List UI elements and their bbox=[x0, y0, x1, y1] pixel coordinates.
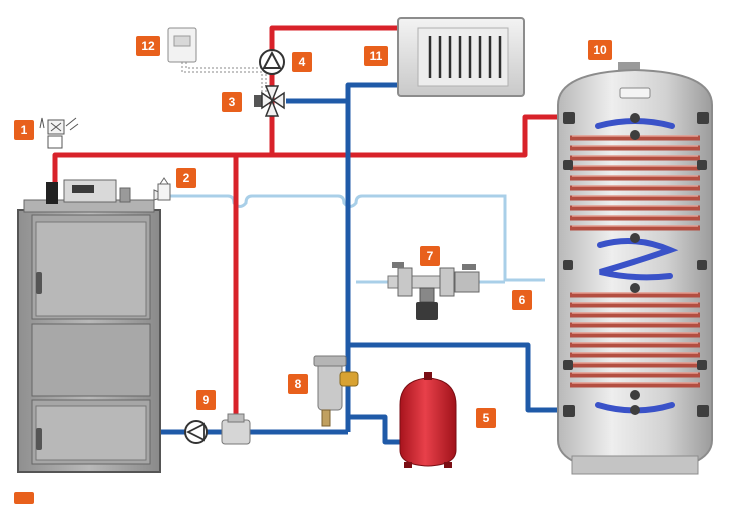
filling-valve-group bbox=[387, 262, 480, 320]
boiler-circulation-pump bbox=[184, 413, 251, 445]
drain-pipe bbox=[168, 194, 545, 284]
radiator bbox=[397, 17, 525, 97]
badge-11: 11 bbox=[364, 46, 388, 66]
thermal-safety-valve bbox=[39, 117, 79, 149]
badge-12: 12 bbox=[136, 36, 160, 56]
badge-10: 10 bbox=[588, 40, 612, 60]
solid-fuel-boiler bbox=[17, 179, 161, 473]
return-pipes bbox=[160, 82, 570, 445]
badge-1: 1 bbox=[14, 120, 34, 140]
badge-4: 4 bbox=[292, 52, 312, 72]
legend-marker bbox=[14, 492, 34, 504]
room-controller bbox=[167, 27, 267, 94]
badge-5: 5 bbox=[476, 408, 496, 428]
badge-6: 6 bbox=[512, 290, 532, 310]
dirt-separator bbox=[313, 355, 359, 427]
badge-8: 8 bbox=[288, 374, 308, 394]
badge-7: 7 bbox=[420, 246, 440, 266]
expansion-vessel bbox=[399, 372, 457, 468]
lower-heat-coil bbox=[570, 292, 700, 388]
badge-2: 2 bbox=[176, 168, 196, 188]
badge-9: 9 bbox=[196, 390, 216, 410]
safety-valve-drain bbox=[153, 177, 171, 201]
heating-circulation-pump bbox=[259, 49, 285, 75]
badge-3: 3 bbox=[222, 92, 242, 112]
buffer-tank bbox=[557, 62, 713, 475]
three-way-mixing-valve bbox=[254, 85, 285, 117]
